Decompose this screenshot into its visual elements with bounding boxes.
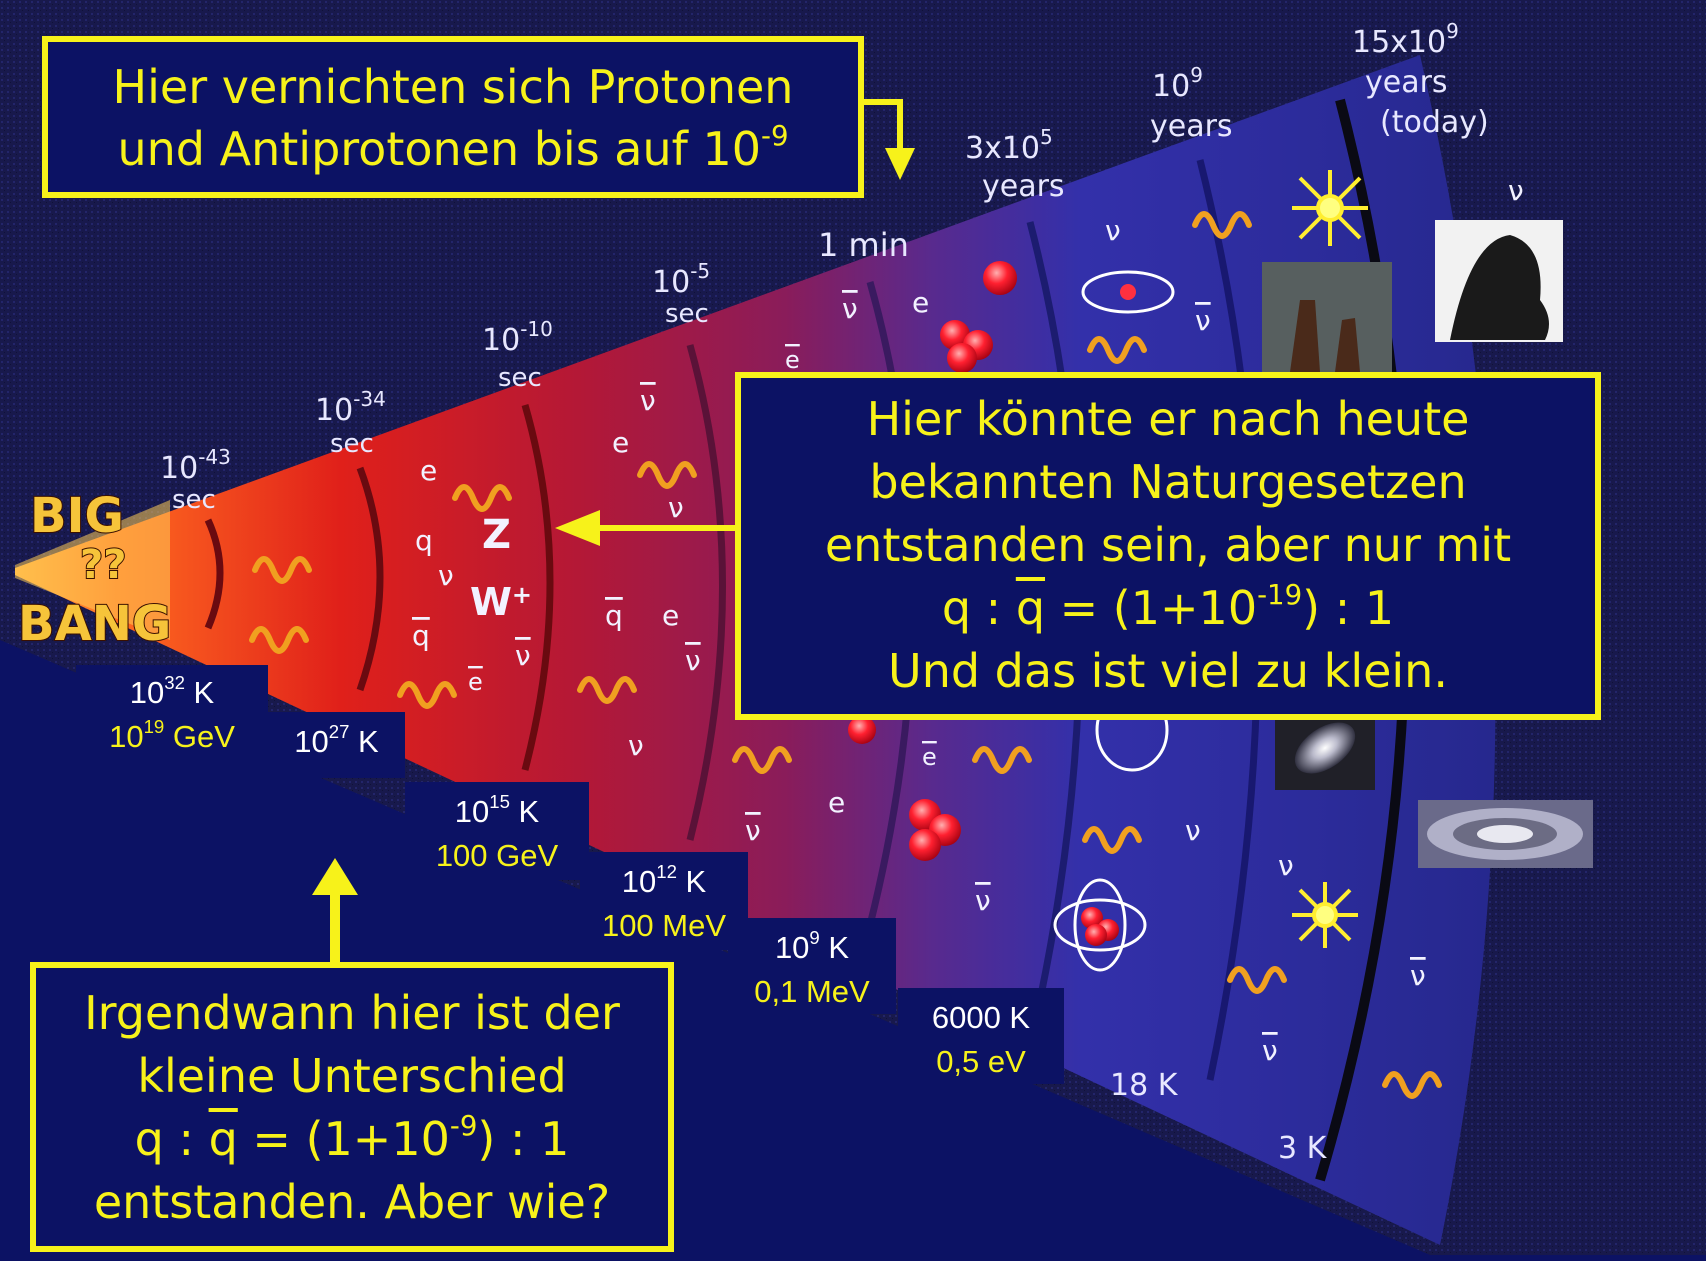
- callout-line: entstanden. Aber wie?: [93, 1175, 611, 1229]
- neutrino-symbol: ν: [1185, 814, 1201, 847]
- spiral-galaxy-image: [1418, 800, 1593, 868]
- callout-annihilation: Hier vernichten sich Protonen und Antipr…: [42, 36, 864, 198]
- time-label-1-unit: sec: [172, 485, 216, 515]
- electron-symbol: e: [912, 286, 929, 319]
- photon-waves: [249, 211, 1442, 1099]
- time-label-8: 15x109: [1352, 19, 1459, 60]
- callout-line: Hier könnte er nach heute: [866, 392, 1470, 446]
- temperature-label: 109 K 0,1 MeV: [728, 918, 896, 1014]
- callout-origin-question: Irgendwann hier ist der kleine Unterschi…: [30, 962, 674, 1252]
- time-labels: 10-43 sec 10-34 sec 10-10 sec 10-5 sec 1…: [160, 19, 1489, 515]
- callout-standard-model: Hier könnte er nach heute bekannten Natu…: [735, 372, 1601, 720]
- callout-line: bekannten Naturgesetzen: [869, 455, 1467, 509]
- z-boson-symbol: Z: [482, 512, 511, 558]
- electron-symbol: e: [662, 599, 679, 632]
- antineutrino-symbol: ν: [842, 292, 858, 325]
- time-label-1: 10-43: [160, 445, 231, 486]
- neutrino-symbol: ν: [438, 559, 454, 592]
- big-label: BIG: [30, 488, 124, 544]
- star-icon: [1292, 882, 1358, 948]
- w-boson-symbol: W+: [470, 580, 532, 624]
- big-bang-flare: [15, 500, 170, 640]
- neutrino-symbol: ν: [1508, 174, 1524, 207]
- asymmetry-formula: q : q = (1+10-9) : 1: [134, 1108, 570, 1166]
- nebula-image: [1262, 262, 1392, 372]
- temp-18k: 18 K: [1110, 1068, 1179, 1103]
- arrow-icon: [312, 858, 358, 965]
- atom-icon: [1081, 270, 1175, 314]
- time-label-7-unit: years: [1150, 109, 1233, 144]
- callout-line: entstanden sein, aber nur mit: [824, 518, 1512, 572]
- antiquark-symbol: q: [605, 599, 623, 632]
- temperature-label: 1032 K 1019 GeV: [76, 665, 268, 765]
- asymmetry-formula: q : q = (1+10-19) : 1: [941, 577, 1395, 635]
- question-marks: ??: [80, 542, 126, 588]
- positron-symbol: e: [785, 346, 800, 374]
- neutrino-symbol: ν: [668, 491, 684, 524]
- temperature-label: 1012 K 100 MeV: [580, 852, 748, 950]
- antineutrino-symbol: ν: [640, 384, 656, 417]
- time-label-3-unit: sec: [498, 363, 542, 393]
- time-label-3: 10-10: [482, 317, 553, 358]
- antineutrino-symbol: ν: [515, 639, 531, 672]
- neutrino-symbol: ν: [1105, 214, 1121, 247]
- positron-symbol: e: [468, 668, 483, 696]
- antineutrino-symbol: ν: [1410, 959, 1426, 992]
- antineutrino-symbol: ν: [745, 814, 761, 847]
- thinker-image: [1435, 220, 1563, 342]
- bang-label: BANG: [18, 596, 171, 652]
- callout-line: Hier vernichten sich Protonen: [112, 60, 794, 114]
- antiquark-symbol: q: [412, 619, 430, 652]
- time-label-2: 10-34: [315, 387, 386, 428]
- time-label-7: 109: [1152, 63, 1203, 104]
- arrow-icon: [860, 99, 915, 180]
- temperature-label: 1027 K: [268, 712, 405, 778]
- nuclei: [848, 261, 1017, 861]
- arrow-icon: [555, 510, 735, 546]
- time-label-6-unit: years: [982, 169, 1065, 204]
- quark-symbol: q: [415, 524, 433, 557]
- callout-line: und Antiprotonen bis auf 10-9: [117, 118, 789, 176]
- time-label-6: 3x105: [965, 125, 1053, 166]
- electron-symbol: e: [828, 786, 845, 819]
- star-icon: [1292, 170, 1368, 246]
- antineutrino-symbol: ν: [1262, 1034, 1278, 1067]
- time-label-8-unit: years: [1365, 65, 1448, 100]
- callout-line: Und das ist viel zu klein.: [888, 644, 1448, 698]
- time-label-2-unit: sec: [330, 429, 374, 459]
- antineutrino-symbol: ν: [975, 884, 991, 917]
- antineutrino-symbol: ν: [685, 644, 701, 677]
- particle-symbols: e e e e e q q q ν ν ν ν ν ν ν ν ν ν ν ν …: [412, 174, 1524, 1067]
- neutrino-symbol: ν: [628, 729, 644, 762]
- neutrino-symbol: ν: [1278, 849, 1294, 882]
- time-label-5: 1 min: [818, 226, 909, 264]
- positron-symbol: e: [922, 743, 937, 771]
- temperature-label: 1015 K 100 GeV: [405, 782, 589, 880]
- callout-line: Irgendwann hier ist der: [84, 986, 620, 1040]
- atom-icon: [1053, 878, 1147, 972]
- callout-line: kleine Unterschied: [137, 1049, 567, 1103]
- electron-symbol: e: [612, 426, 629, 459]
- electron-symbol: e: [420, 454, 437, 487]
- antineutrino-symbol: ν: [1195, 304, 1211, 337]
- temperature-label: 6000 K 0,5 eV: [898, 988, 1064, 1084]
- temp-3k: 3 K: [1278, 1131, 1328, 1166]
- time-label-4: 10-5: [652, 259, 710, 300]
- time-label-4-unit: sec: [665, 299, 709, 329]
- today-label: (today): [1380, 105, 1489, 140]
